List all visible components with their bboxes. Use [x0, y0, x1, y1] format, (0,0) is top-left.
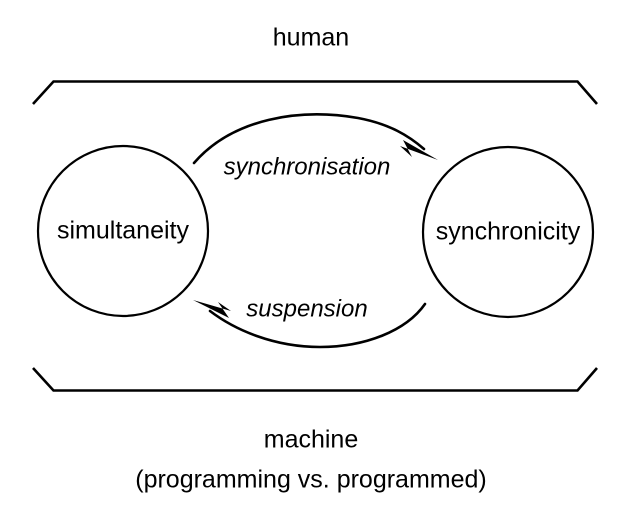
edge-label-synchronisation: synchronisation: [224, 153, 391, 180]
top-caption-human: human: [273, 24, 349, 52]
bottom-caption-machine: machine: [264, 426, 359, 454]
node-label-synchronicity: synchronicity: [436, 218, 581, 246]
edge-arrow-suspension[interactable]: [193, 300, 427, 349]
bottom-bracket: [32, 367, 598, 392]
bottom-caption-programming: (programming vs. programmed): [135, 466, 487, 494]
edge-label-suspension: suspension: [246, 295, 367, 322]
edge-arrowhead-suspension: [193, 300, 231, 318]
node-circle-simultaneity[interactable]: [36, 144, 210, 318]
node-circle-synchronicity[interactable]: [421, 145, 595, 319]
top-bracket: [32, 80, 598, 105]
edge-curve-suspension: [208, 302, 427, 349]
edge-curve-synchronisation: [192, 113, 426, 165]
edge-arrowhead-synchronisation: [400, 140, 438, 160]
node-label-simultaneity: simultaneity: [57, 217, 189, 245]
edge-arrow-synchronisation[interactable]: [192, 113, 438, 165]
